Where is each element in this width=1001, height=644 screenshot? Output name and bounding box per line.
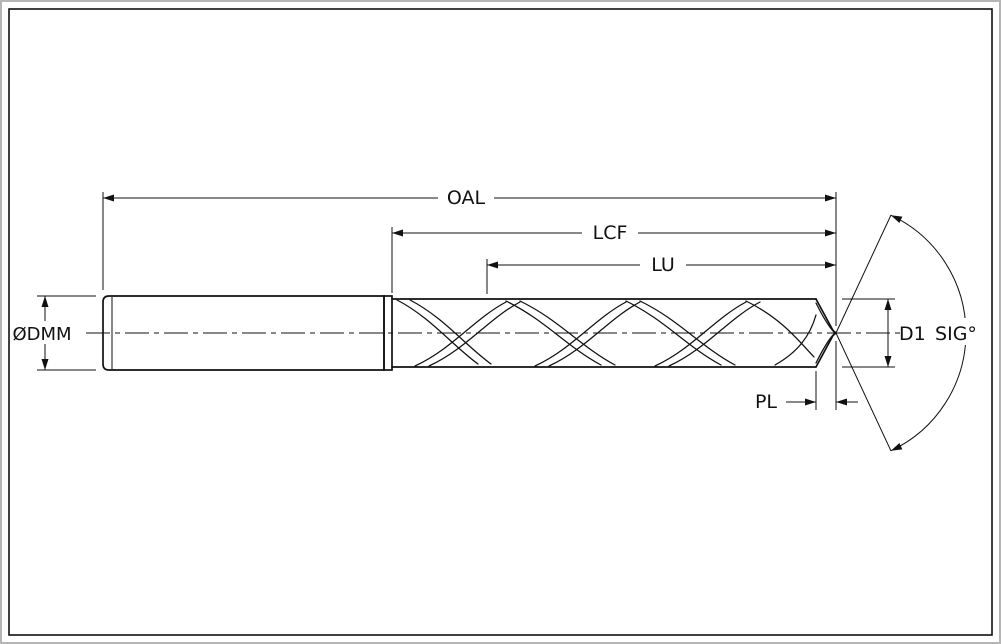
- dim-label-oal: OAL: [447, 187, 486, 209]
- dim-label-pl: PL: [755, 391, 777, 413]
- dim-label-d1: D1: [899, 323, 926, 345]
- extension-lines: [37, 192, 895, 410]
- dim-label-lu: LU: [651, 254, 675, 276]
- dimension-lu: LU: [487, 254, 836, 276]
- dimension-shank-diameter: ØDMM: [10, 296, 76, 370]
- shank-collar: [383, 295, 393, 371]
- dimension-lcf: LCF: [392, 222, 836, 244]
- dimension-oal: OAL: [103, 187, 836, 209]
- dim-label-shank-diameter: ØDMM: [12, 324, 71, 345]
- drill-shank: [102, 295, 393, 371]
- dimension-sig-angle: SIG°: [835, 214, 986, 452]
- dim-label-lcf: LCF: [593, 222, 628, 244]
- dimension-d1: D1: [884, 299, 926, 367]
- drill-flute-body: [391, 298, 817, 368]
- dim-label-sig: SIG°: [935, 323, 977, 345]
- inner-border: [8, 8, 993, 636]
- dimension-pl: PL: [755, 391, 858, 413]
